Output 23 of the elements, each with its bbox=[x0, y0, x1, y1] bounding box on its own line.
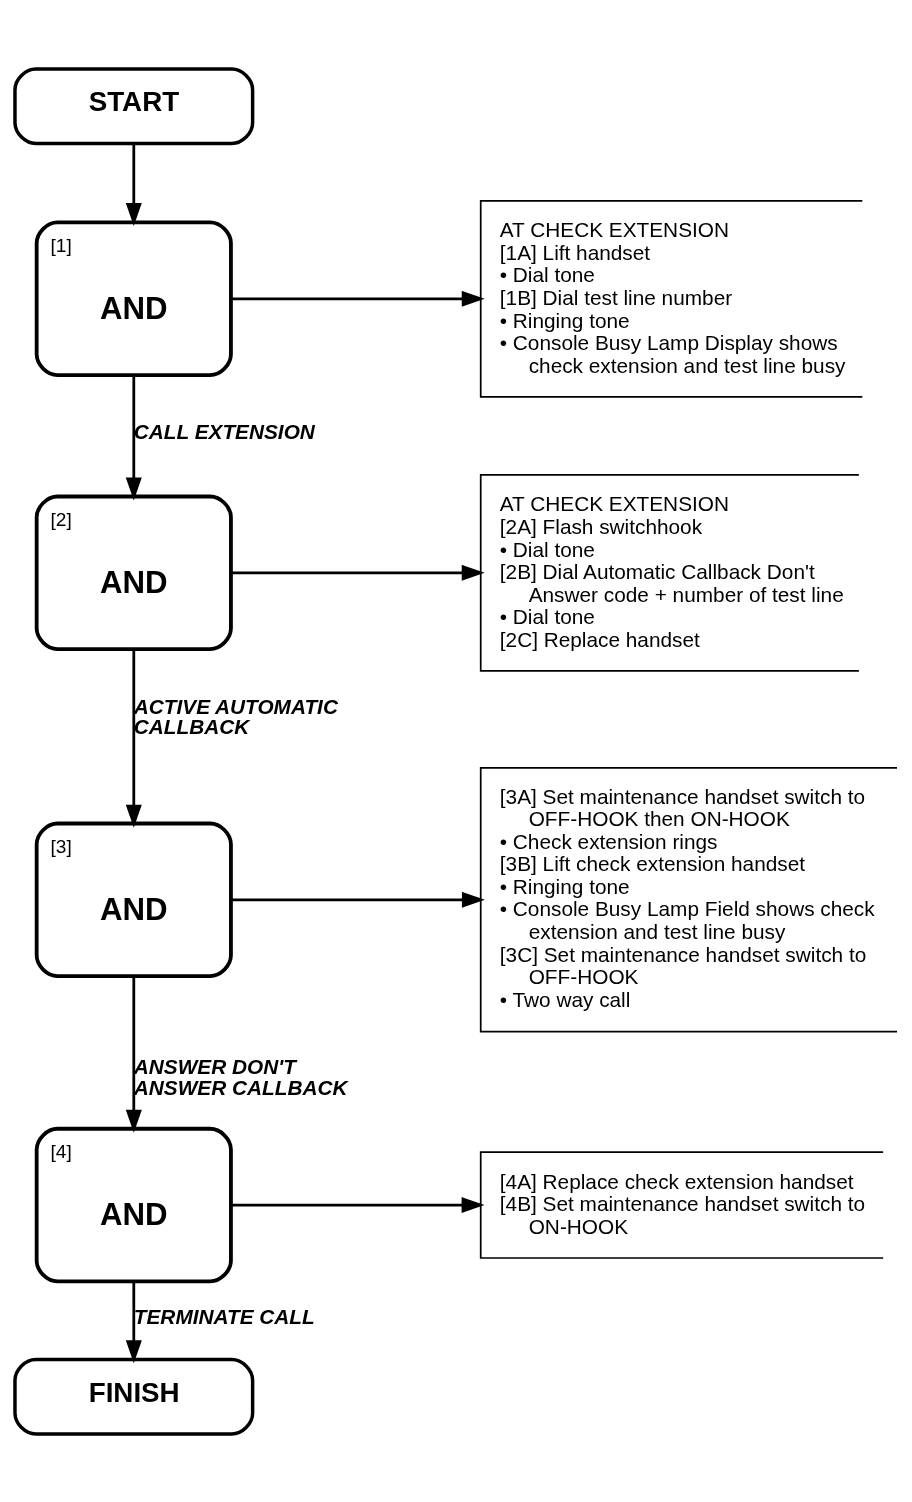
arrow bbox=[125, 649, 142, 828]
node-text: AT CHECK EXTENSION [2A] Flash switchhook • Dial tone [2B] Dial Automatic Callback Don't Answer code + number of test line • Dial tone [2C] Replace handset bbox=[499, 491, 844, 651]
node-box: START bbox=[13, 66, 255, 145]
edge-label: ANSWER DON'T ANSWER CALLBACK bbox=[133, 1054, 348, 1099]
node-text: [3A] Set maintenance handset switch to OFF-HOOK then ON-HOOK • Check extension rings [3B] Lift check extension handset • Ringing tone • Console Busy Lamp Field shows check extension and test line busy [3C] Set maintenance handset switch to OFF-HOOK • Two way call bbox=[499, 784, 875, 1011]
arrow bbox=[125, 143, 142, 226]
node-box: [2] AND bbox=[34, 494, 233, 651]
node-box: [1] AND bbox=[34, 220, 233, 377]
node-text: [4A] Replace check extension handset [4B] Set maintenance handset switch to ON-HOOK bbox=[499, 1169, 866, 1238]
arrow bbox=[231, 564, 485, 581]
arrow bbox=[231, 891, 485, 908]
edge-label: TERMINATE CALL bbox=[133, 1304, 315, 1328]
arrow bbox=[125, 374, 142, 500]
arrow bbox=[231, 1196, 485, 1213]
node-box: [4] AND bbox=[34, 1126, 233, 1283]
arrow bbox=[125, 1281, 142, 1363]
node-box: [3] AND bbox=[34, 821, 233, 978]
arrow bbox=[230, 290, 485, 307]
arrow bbox=[125, 975, 142, 1133]
node-text: AT CHECK EXTENSION [1A] Lift handset • Dial tone [1B] Dial test line number • Ringing tone • Console Busy Lamp Display shows check extension and test line busy bbox=[499, 217, 846, 377]
edge-label: ACTIVE AUTOMATIC CALLBACK bbox=[133, 694, 338, 738]
edge-label: CALL EXTENSION bbox=[133, 419, 315, 443]
node-box: FINISH bbox=[13, 1357, 255, 1436]
